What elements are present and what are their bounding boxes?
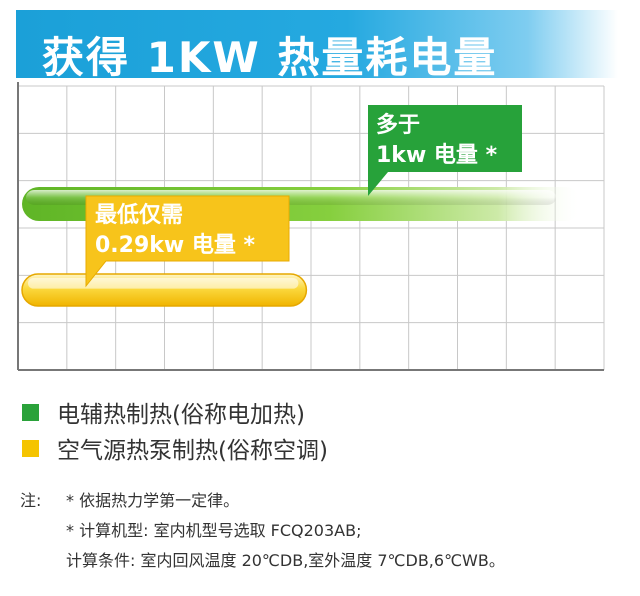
- callout-heat-pump: 最低仅需 0.29kw 电量 *: [85, 195, 290, 288]
- callout-electric-box: [368, 105, 522, 196]
- note-line: 注: * 依据热力学第一定律。: [20, 486, 505, 516]
- callout-electric: 多于 1kw 电量 *: [368, 105, 522, 196]
- note-text: 计算条件: 室内回风温度 20℃DB,室外温度 7℃DB,6℃WB。: [66, 551, 505, 570]
- callout-heat-pump-text: 0.29kw 电量 *: [95, 233, 256, 258]
- callouts: 多于 1kw 电量 * 最低仅需 0.29kw 电量 *: [85, 105, 522, 288]
- callout-electric-text: 多于: [376, 112, 420, 138]
- note-text: * 计算机型: 室内机型号选取 FCQ203AB;: [66, 521, 362, 540]
- note-prefix: 注:: [20, 491, 42, 510]
- legend-swatch-yellow: [22, 439, 39, 457]
- legend-item-electric: 电辅热制热(俗称电加热): [22, 394, 328, 430]
- callout-heat-pump-box: [85, 195, 290, 288]
- grid-lines: [17, 82, 605, 371]
- legend: 电辅热制热(俗称电加热) 空气源热泵制热(俗称空调): [22, 394, 328, 466]
- note-text: * 依据热力学第一定律。: [66, 491, 240, 510]
- callout-heat-pump-text: 最低仅需: [95, 203, 183, 228]
- note-line: * 计算机型: 室内机型号选取 FCQ203AB;: [20, 516, 505, 546]
- chart-title: 获得 1KW 热量耗电量: [42, 33, 498, 82]
- legend-label-heatpump: 空气源热泵制热(俗称空调): [57, 438, 328, 464]
- legend-swatch-green: [22, 403, 39, 421]
- title-band: 获得 1KW 热量耗电量: [16, 10, 618, 82]
- legend-item-heatpump: 空气源热泵制热(俗称空调): [22, 430, 328, 466]
- note-line: 计算条件: 室内回风温度 20℃DB,室外温度 7℃DB,6℃WB。: [20, 546, 505, 576]
- callout-electric-text: 1kw 电量 *: [376, 143, 498, 168]
- bar-heat-pump-gloss: [28, 278, 299, 289]
- legend-label-electric: 电辅热制热(俗称电加热): [57, 402, 305, 428]
- footnotes: 注: * 依据热力学第一定律。 * 计算机型: 室内机型号选取 FCQ203AB;…: [20, 486, 505, 576]
